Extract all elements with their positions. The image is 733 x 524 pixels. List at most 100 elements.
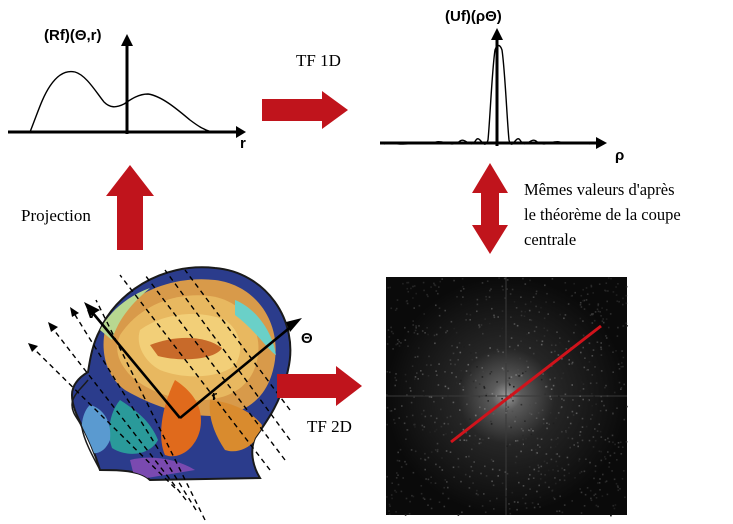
spectrum-speckle — [600, 315, 602, 317]
spectrum-speckle — [439, 280, 441, 283]
spectrum-speckle — [576, 441, 579, 444]
spectrum-speckle — [591, 313, 593, 315]
spectrum-speckle — [597, 304, 599, 307]
tf1d-label: TF 1D — [296, 51, 341, 70]
spectrum-speckle — [414, 329, 417, 332]
spectrum-speckle — [501, 310, 504, 312]
spectrum-speckle — [410, 287, 412, 290]
spectrum-speckle — [616, 335, 619, 337]
spectrum-speckle — [588, 303, 591, 306]
fourier-x-axis-arrowhead — [596, 137, 607, 149]
spectrum-speckle — [591, 322, 594, 324]
spectrum-speckle — [548, 486, 550, 489]
spectrum-speckle — [502, 289, 504, 291]
spectrum-speckle — [472, 482, 474, 484]
spectrum-speckle — [607, 290, 609, 292]
fourier-axis-label: ρ — [615, 147, 624, 164]
spectrum-speckle — [456, 434, 458, 437]
spectrum-speckle — [444, 309, 446, 312]
spectrum-speckle — [550, 458, 553, 461]
spectrum-speckle — [475, 492, 478, 495]
spectrum-speckle — [387, 329, 390, 331]
spectrum-speckle — [462, 285, 464, 288]
spectrum-speckle — [498, 277, 500, 279]
spectrum-speckle — [554, 482, 557, 485]
spectrum-speckle — [394, 384, 396, 387]
spectrum-speckle — [517, 501, 519, 504]
spectrum-speckle — [560, 407, 562, 409]
spectrum-speckle — [550, 446, 552, 449]
spectrum-speckle — [530, 428, 532, 430]
spectrum-speckle — [558, 455, 561, 458]
spectrum-speckle — [444, 371, 446, 373]
spectrum-speckle — [467, 363, 470, 366]
spectrum-speckle — [520, 374, 523, 377]
spectrum-speckle — [529, 404, 531, 406]
spectrum-speckle — [598, 482, 601, 484]
spectrum-speckle — [405, 380, 407, 383]
spectrum-speckle — [455, 382, 458, 384]
spectrum-speckle — [522, 438, 524, 441]
spectrum-speckle — [608, 440, 611, 443]
spectrum-speckle — [533, 506, 536, 509]
spectrum-speckle — [493, 508, 495, 510]
spectrum-speckle — [610, 277, 612, 280]
spectrum-speckle — [449, 415, 452, 418]
spectrum-speckle — [600, 436, 603, 438]
spectrum-speckle — [497, 316, 499, 318]
spectrum-speckle — [545, 453, 548, 455]
spectrum-speckle — [540, 306, 542, 309]
spectrum-speckle — [533, 468, 536, 471]
spectrum-speckle — [465, 456, 467, 458]
spectrum-speckle — [599, 311, 601, 313]
spectrum-speckle — [462, 296, 464, 298]
spectrum-speckle — [447, 387, 450, 390]
spectrum-speckle — [604, 458, 607, 460]
spectrum-speckle — [585, 425, 588, 428]
spectrum-speckle — [573, 331, 575, 334]
spectrum-speckle — [602, 321, 605, 324]
spectrum-speckle — [529, 412, 531, 415]
spectrum-speckle — [560, 406, 563, 408]
spectrum-speckle — [418, 325, 420, 327]
radon-y-axis-arrowhead — [121, 34, 133, 46]
spectrum-speckle — [606, 395, 609, 397]
spectrum-speckle — [421, 428, 424, 431]
spectrum-speckle — [460, 480, 462, 483]
spectrum-speckle — [508, 425, 510, 428]
spectrum-speckle — [508, 503, 510, 505]
spectrum-speckle — [415, 325, 417, 327]
spectrum-speckle — [476, 366, 478, 368]
same-values-line-1: Mêmes valeurs d'après — [524, 180, 675, 199]
spectrum-speckle — [585, 299, 588, 301]
spectrum-speckle — [462, 428, 465, 431]
spectrum-speckle — [441, 278, 443, 280]
spectrum-speckle — [522, 434, 524, 437]
spectrum-speckle — [491, 307, 493, 310]
spectrum-speckle — [424, 468, 426, 471]
spectrum-speckle — [510, 397, 512, 399]
spectrum-speckle — [485, 394, 487, 397]
spectrum-speckle — [420, 457, 422, 460]
projection-ray — [164, 269, 291, 441]
spectrum-speckle — [386, 406, 389, 409]
spectrum-speckle — [489, 347, 491, 349]
spectrum-speckle — [608, 344, 611, 347]
spectrum-speckle — [556, 331, 558, 333]
spectrum-speckle — [585, 287, 588, 289]
projection-ray — [49, 324, 187, 501]
spectrum-speckle — [578, 458, 581, 460]
spectrum-speckle — [411, 414, 414, 417]
ray-arrowhead — [48, 322, 58, 332]
spectrum-speckle — [412, 285, 414, 288]
spectrum-speckle — [567, 463, 570, 466]
spectrum-speckle — [487, 437, 490, 439]
spectrum-speckle — [430, 476, 432, 478]
spectrum-speckle — [608, 462, 611, 464]
spectrum-speckle — [546, 427, 548, 430]
spectrum-speckle — [596, 308, 599, 311]
spectrum-speckle — [578, 460, 580, 462]
spectrum-speckle — [542, 418, 545, 420]
spectrum-speckle — [475, 414, 477, 417]
spectrum-speckle — [435, 428, 438, 431]
